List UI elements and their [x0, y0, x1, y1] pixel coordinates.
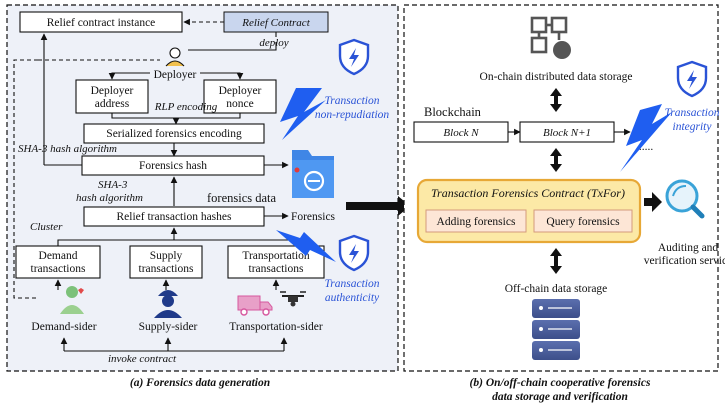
block-n-label: Block N: [443, 127, 479, 139]
shield-icon: [676, 60, 708, 98]
demand-tx-box: [15, 245, 101, 279]
forensics-data-label: forensics data: [207, 191, 277, 205]
shield-icon: [338, 38, 370, 76]
onchain-storage-label: On-chain distributed data storage: [480, 71, 633, 83]
serialized-label: Serialized forensics encoding: [106, 128, 242, 140]
deploy-label: deploy: [259, 37, 288, 49]
nurse-icon: [60, 286, 84, 314]
big-arrow-icon: [346, 196, 410, 216]
deployer-label: Deployer: [154, 69, 197, 81]
sha-algo-label: SHA-3 hash algorithm: [18, 143, 117, 155]
folder-e-icon: [292, 150, 334, 198]
offchain-label: Off-chain data storage: [505, 283, 608, 295]
worker-icon: [154, 290, 182, 318]
arrow-icon: [644, 192, 662, 212]
lightning-icon: [276, 230, 336, 262]
database-icon: [532, 299, 580, 360]
forensics-hash-label: Forensics hash: [139, 160, 207, 172]
lightning-icon: [280, 88, 326, 140]
deploy-path: [188, 42, 277, 51]
relief-hashes-label: Relief transaction hashes: [117, 211, 232, 223]
deployer-right-branch: [200, 72, 244, 80]
lightning-icon: [620, 104, 672, 172]
relief-contract-label: Relief Contract: [241, 17, 310, 29]
query-label: Query forensics: [546, 216, 620, 228]
arrow-icon: [550, 88, 562, 112]
demand-sider-label: Demand-sider: [31, 321, 96, 333]
instance-label: Relief contract instance: [47, 17, 156, 29]
deployer-address-box: [75, 79, 149, 114]
block-n1-label: Block N+1: [543, 127, 591, 139]
transport-sider-label: Transportation-sider: [229, 321, 323, 333]
arrow-icon: [550, 148, 562, 172]
left-dash-loop: [13, 59, 38, 299]
user-icon: [165, 47, 185, 67]
search-icon: [665, 179, 705, 219]
rlp-label: RLP encoding: [154, 101, 218, 113]
hash-algorithm-label: hash algorithm: [76, 192, 143, 204]
supply-sider-label: Supply-sider: [139, 321, 198, 333]
invoke-label: invoke contract: [108, 353, 177, 365]
blockchain-label: Blockchain: [424, 105, 482, 119]
sha3-label: SHA-3: [98, 179, 128, 191]
txfor-label: Transaction Forensics Contract (TxFor): [431, 186, 625, 200]
drone-icon: [280, 291, 306, 307]
adding-label: Adding forensics: [437, 216, 516, 228]
instance-box: [19, 11, 183, 33]
caption-right-line2: data storage and verification: [492, 391, 628, 403]
caption-left: (a) Forensics data generation: [130, 377, 270, 389]
caption-right-line1: (b) On/off-chain cooperative forensics: [470, 377, 651, 389]
adding-box: [425, 209, 527, 233]
forensics-label: Forensics: [291, 211, 336, 223]
shield-icon: [338, 234, 370, 272]
supply-tx-box: [129, 245, 203, 279]
deployer-left-branch: [108, 72, 150, 80]
query-box: [533, 209, 633, 233]
truck-icon: [237, 295, 273, 316]
network-icon: [530, 16, 571, 59]
cluster-label: Cluster: [30, 221, 63, 233]
arrow-icon: [550, 248, 562, 274]
